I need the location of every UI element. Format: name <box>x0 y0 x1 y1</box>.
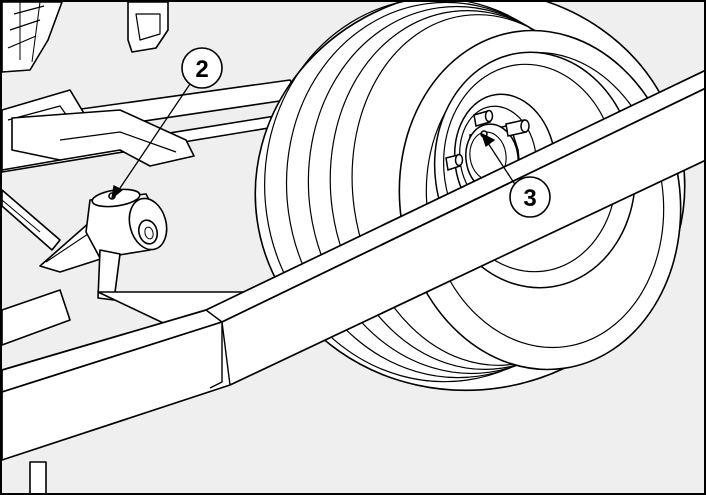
leader-arrow-2 <box>111 185 124 200</box>
leader-line-2 <box>115 83 191 195</box>
pivot-bracket <box>11 109 195 301</box>
callout-2: 2 <box>181 47 223 89</box>
leader-line-3 <box>485 139 517 187</box>
callout-3-label: 3 <box>523 185 536 212</box>
callout-2-label: 2 <box>195 56 208 83</box>
leader-arrow-3 <box>480 132 496 148</box>
leader-lines <box>111 83 517 200</box>
callout-3: 3 <box>509 176 551 218</box>
